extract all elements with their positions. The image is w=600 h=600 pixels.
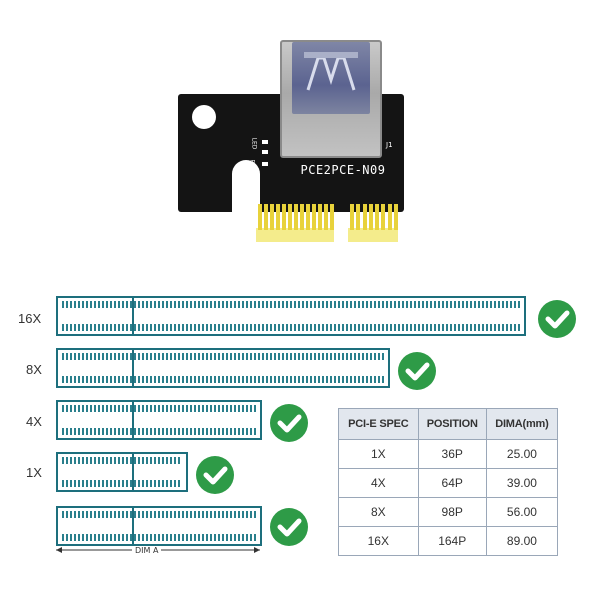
table-cell: 56.00 xyxy=(485,497,559,527)
smd-component xyxy=(262,140,268,144)
gold-finger xyxy=(264,204,268,230)
table-cell: 36P xyxy=(417,439,487,469)
table-header-row: PCI-E SPEC POSITION DIMA(mm) xyxy=(338,408,559,440)
gold-finger xyxy=(258,204,262,230)
connector-label: J1 xyxy=(386,141,393,149)
slot-label-4x: 4X xyxy=(26,414,42,429)
gold-finger xyxy=(276,204,280,230)
gold-contacts-short xyxy=(348,204,398,242)
check-icon xyxy=(270,404,308,442)
gold-finger xyxy=(306,204,310,230)
usb-port-contacts xyxy=(304,52,358,91)
slot-label-1x: 1X xyxy=(26,465,42,480)
gold-finger xyxy=(312,204,316,230)
column-header: POSITION xyxy=(417,408,487,440)
table-row: 8X 98P 56.00 xyxy=(338,497,559,527)
gold-finger xyxy=(282,204,286,230)
smd-component xyxy=(262,150,268,154)
table-cell: 8X xyxy=(338,497,419,527)
slot-dimension-example xyxy=(56,506,262,546)
table-cell: 39.00 xyxy=(485,468,559,498)
slot-16x xyxy=(56,296,526,336)
slot-8x xyxy=(56,348,390,388)
smd-component xyxy=(262,162,268,166)
column-header: DIMA(mm) xyxy=(485,408,559,440)
gold-finger xyxy=(381,204,386,230)
spec-table: PCI-E SPEC POSITION DIMA(mm) 1X 36P 25.0… xyxy=(338,408,559,556)
table-row: 4X 64P 39.00 xyxy=(338,468,559,498)
gold-finger xyxy=(362,204,367,230)
gold-finger xyxy=(375,204,380,230)
table-cell: 1X xyxy=(338,439,419,469)
gold-contacts-main xyxy=(256,204,334,242)
gold-finger xyxy=(270,204,274,230)
gold-finger xyxy=(394,204,398,230)
table-cell: 4X xyxy=(338,468,419,498)
table-cell: 25.00 xyxy=(485,439,559,469)
gold-finger xyxy=(294,204,298,230)
gold-finger xyxy=(288,204,292,230)
check-icon xyxy=(398,352,436,390)
slot-4x xyxy=(56,400,262,440)
table-cell: 164P xyxy=(417,526,487,556)
slot-label-8x: 8X xyxy=(26,362,42,377)
dimension-label: DIM A xyxy=(132,546,162,555)
gold-finger xyxy=(324,204,328,230)
table-row: 1X 36P 25.00 xyxy=(338,439,559,469)
table-cell: 98P xyxy=(417,497,487,527)
gold-finger xyxy=(368,204,373,230)
gold-finger xyxy=(387,204,392,230)
check-icon xyxy=(270,508,308,546)
table-cell: 64P xyxy=(417,468,487,498)
table-cell: 89.00 xyxy=(485,526,559,556)
gold-finger xyxy=(356,204,361,230)
gold-finger xyxy=(300,204,304,230)
board-model-text: PCE2PCE-N09 xyxy=(300,163,386,177)
gold-finger xyxy=(350,204,354,230)
resistor-label: R1 xyxy=(248,159,256,168)
gold-finger xyxy=(330,204,334,230)
column-header: PCI-E SPEC xyxy=(338,408,419,440)
slot-1x xyxy=(56,452,188,492)
led-label: LED xyxy=(250,137,258,150)
gold-finger xyxy=(318,204,322,230)
mounting-hole xyxy=(192,105,216,129)
board-notch xyxy=(232,160,260,216)
check-icon xyxy=(538,300,576,338)
table-row: 16X 164P 89.00 xyxy=(338,526,559,556)
table-cell: 16X xyxy=(338,526,419,556)
slot-label-16x: 16X xyxy=(18,311,42,326)
check-icon xyxy=(196,456,234,494)
